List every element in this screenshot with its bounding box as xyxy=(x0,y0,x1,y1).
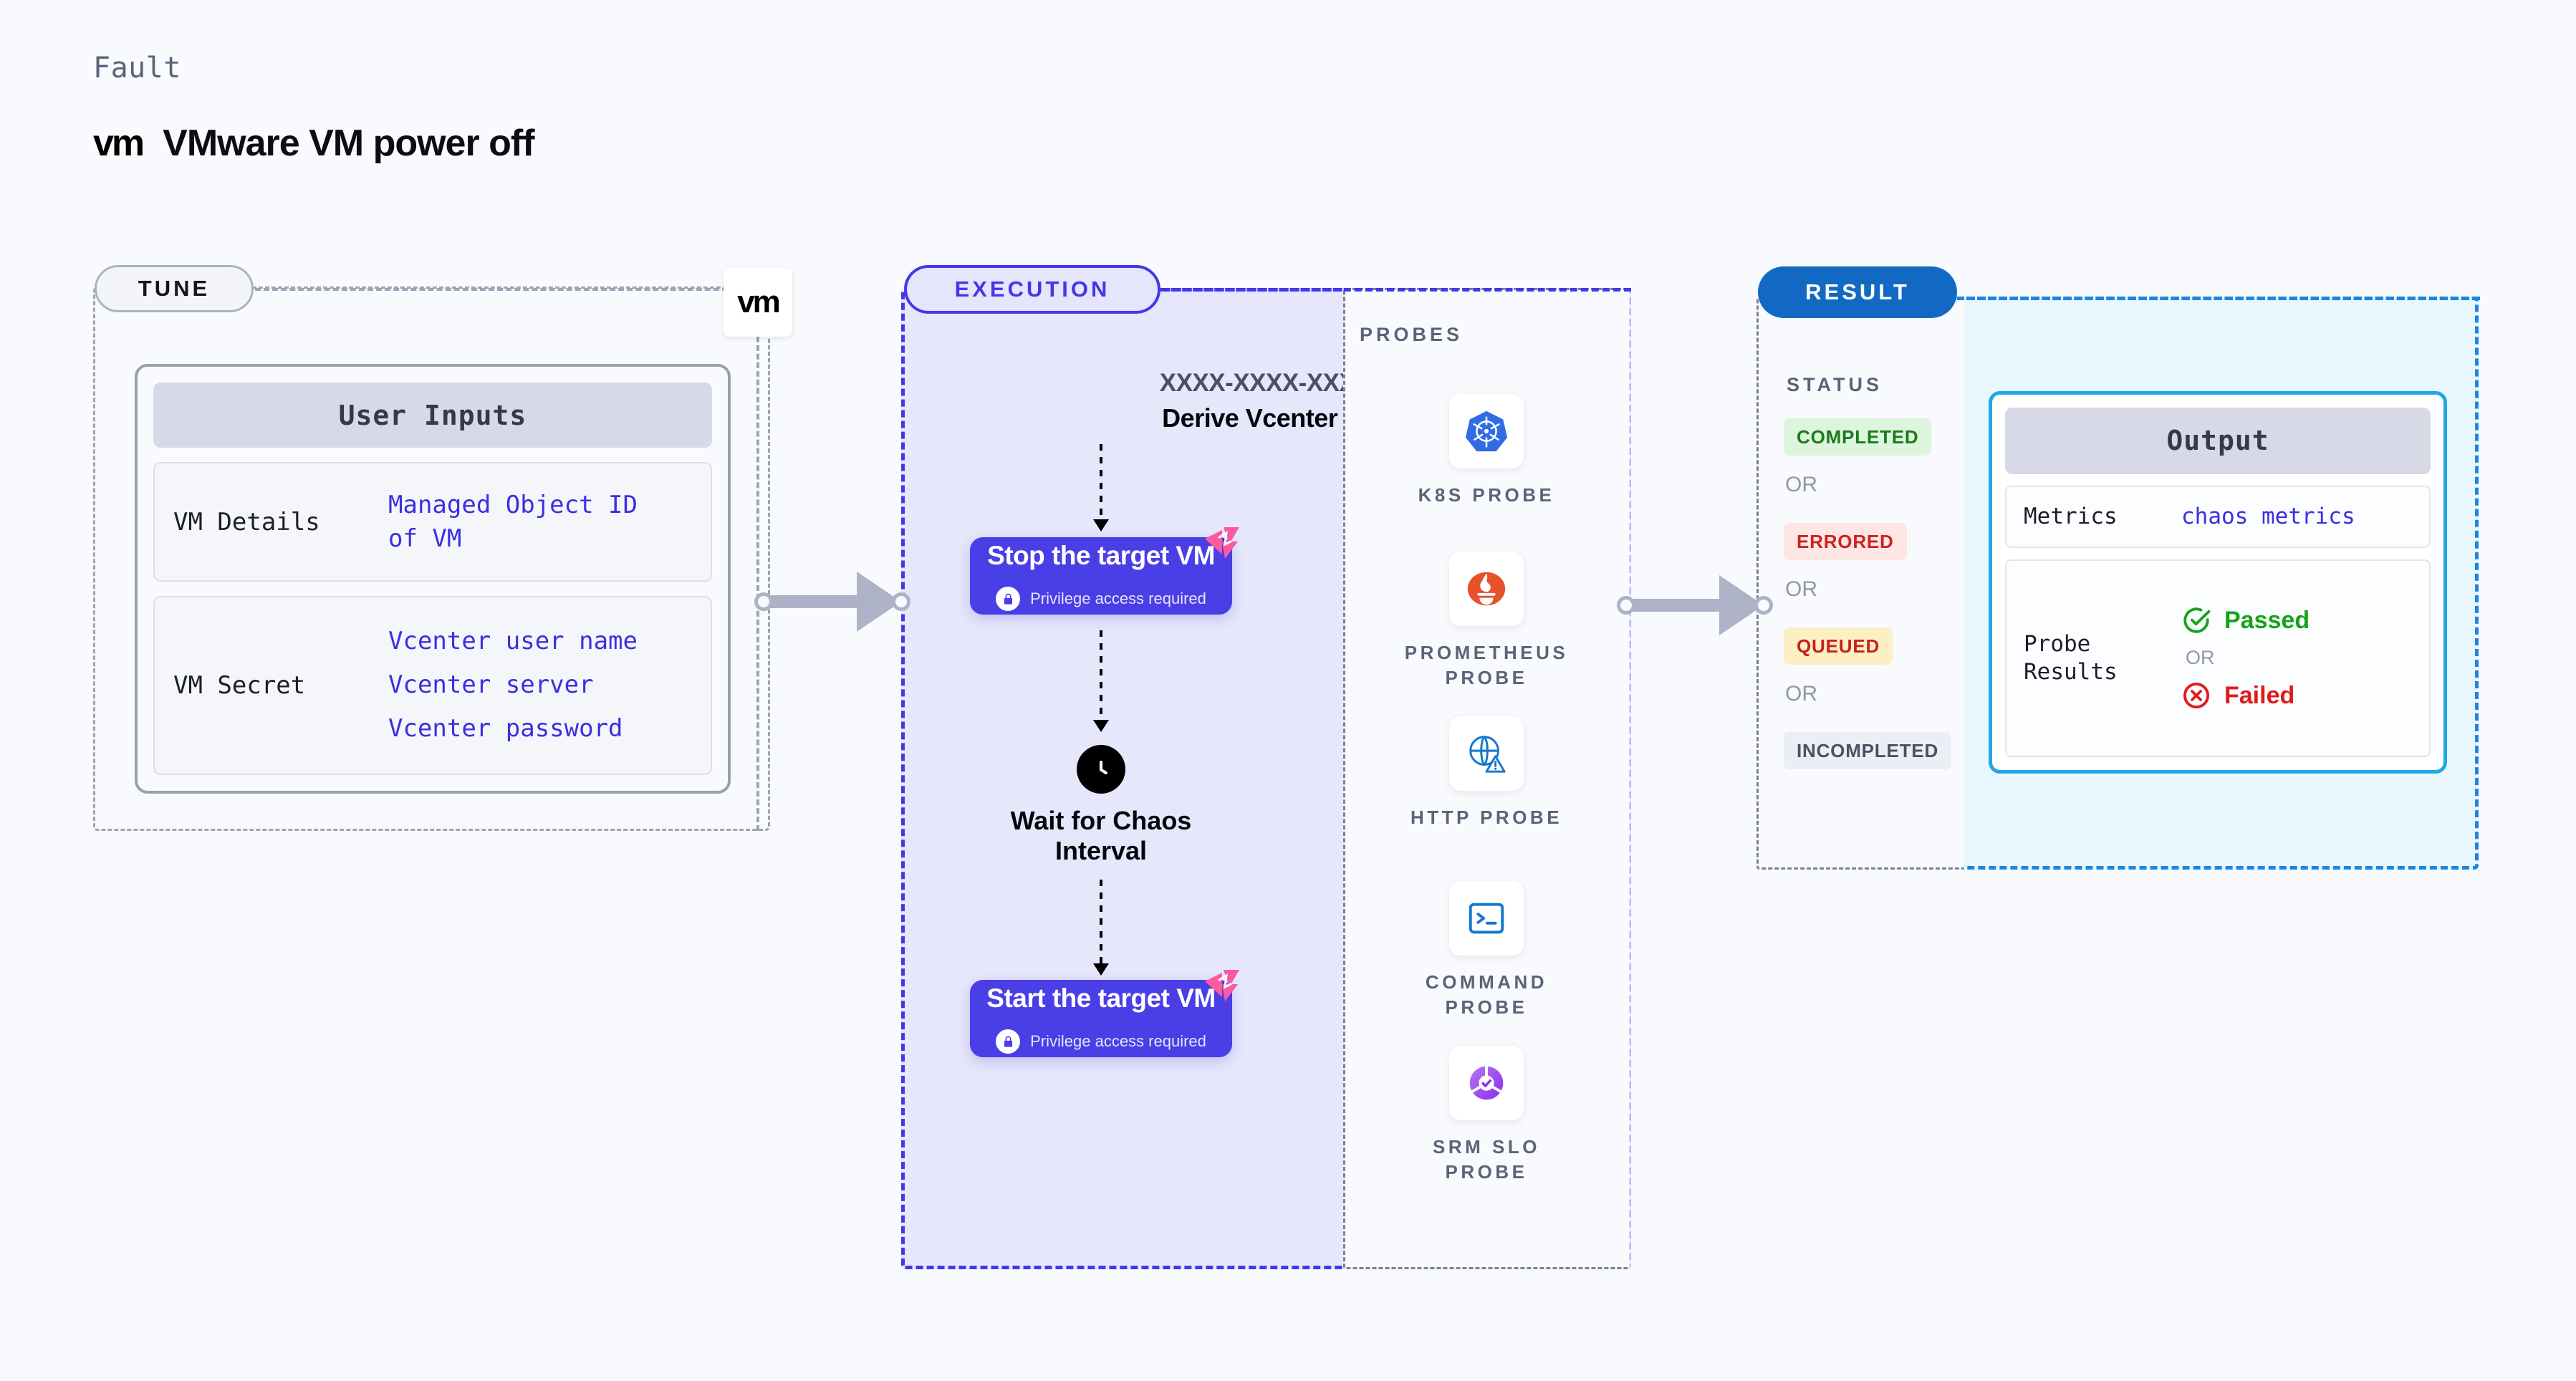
page-kicker: Fault xyxy=(93,52,181,85)
user-inputs-header: User Inputs xyxy=(153,382,712,448)
node-privilege-text: Privilege access required xyxy=(1030,1032,1206,1050)
user-inputs-card: User Inputs VM Details Managed Object ID… xyxy=(135,364,731,794)
litmus-chaos-badge-icon xyxy=(1201,523,1242,564)
vm-secret-value: Vcenter password xyxy=(388,714,623,744)
probes-title: PROBES xyxy=(1360,324,1464,345)
wait-label-line2: Interval xyxy=(1054,836,1148,866)
derive-vcenter-id-value: XXXX-XXXX-XXXX xyxy=(1159,369,1373,397)
node-title: Start the target VM xyxy=(986,983,1216,1013)
vm-secret-values: Vcenter user name Vcenter server Vcenter… xyxy=(388,627,638,743)
connector-execution-to-result xyxy=(1617,573,1773,637)
probe-result-passed: Passed xyxy=(2181,605,2310,635)
table-row: VM Details Managed Object ID of VM xyxy=(153,462,712,582)
result-pill-label: RESULT xyxy=(1758,266,1957,318)
vm-secret-value: Vcenter user name xyxy=(388,627,638,656)
or-separator: OR xyxy=(1785,577,1817,601)
derive-vcenter-id-label: Derive Vcenter ID xyxy=(1162,403,1370,433)
terminal-icon xyxy=(1449,881,1524,956)
clock-icon xyxy=(1077,745,1125,794)
node-title: Stop the target VM xyxy=(987,541,1215,570)
vm-details-label: VM Details xyxy=(173,507,320,536)
flow-arrow-down xyxy=(1100,444,1102,521)
node-privilege-note: Privilege access required xyxy=(996,1029,1206,1054)
or-separator: OR xyxy=(1785,682,1817,706)
tune-dashed-connector xyxy=(255,288,728,291)
node-stop-target-vm[interactable]: Stop the target VM Privilege access requ… xyxy=(970,527,1239,615)
status-badge: QUEUED xyxy=(1784,627,1893,665)
probe-http[interactable]: HTTP PROBE xyxy=(1343,716,1630,830)
failed-label: Failed xyxy=(2224,681,2295,709)
or-separator: OR xyxy=(1785,473,1817,496)
table-row: Metrics chaos metrics xyxy=(2005,485,2431,548)
connector-tune-to-execution xyxy=(754,569,910,634)
output-header: Output xyxy=(2005,408,2431,474)
metrics-label: Metrics xyxy=(2024,503,2118,529)
probe-k8s[interactable]: K8S PROBE xyxy=(1343,394,1630,508)
x-circle-icon xyxy=(2181,680,2211,711)
status-badge: INCOMPLETED xyxy=(1784,732,1952,769)
probe-results-values: Passed OR Failed xyxy=(2181,605,2310,711)
node-start-target-vm[interactable]: Start the target VM Privilege access req… xyxy=(970,970,1239,1057)
vm-details-value: Managed Object ID xyxy=(388,490,638,519)
srm-slo-icon xyxy=(1449,1046,1524,1120)
vm-secret-value: Vcenter server xyxy=(388,670,594,700)
lock-icon xyxy=(996,1029,1021,1054)
result-top-dashed-edge xyxy=(1957,297,2480,300)
vm-secret-label: VM Secret xyxy=(173,670,306,700)
table-row: VM Secret Vcenter user name Vcenter serv… xyxy=(153,595,712,775)
tune-right-dashed-edge xyxy=(756,337,759,831)
probe-label: HTTP PROBE xyxy=(1410,807,1563,828)
tune-pill-label: TUNE xyxy=(95,265,254,312)
lock-icon xyxy=(996,587,1021,611)
page-title: VMware VM power off xyxy=(163,122,534,164)
flow-arrow-down xyxy=(1100,630,1102,722)
litmus-chaos-badge-icon xyxy=(1201,966,1242,1007)
node-privilege-note: Privilege access required xyxy=(996,587,1206,611)
prometheus-icon xyxy=(1449,552,1524,626)
probe-result-failed: Failed xyxy=(2181,680,2310,711)
http-globe-icon xyxy=(1449,716,1524,791)
probe-label: K8S PROBE xyxy=(1418,484,1555,506)
wait-chaos-interval-label: Wait for Chaos Interval xyxy=(951,806,1251,867)
tune-zone xyxy=(93,287,770,831)
status-badge: COMPLETED xyxy=(1784,418,1932,456)
vmware-badge: vm xyxy=(724,268,792,337)
check-circle-icon xyxy=(2181,605,2211,635)
metrics-value[interactable]: chaos metrics xyxy=(2181,504,2355,530)
vm-details-value: of VM xyxy=(388,524,462,553)
execution-pill-label: EXECUTION xyxy=(904,265,1160,314)
vm-details-values: Managed Object ID of VM xyxy=(388,491,638,553)
page-title-row: vm VMware VM power off xyxy=(93,122,535,165)
or-separator: OR xyxy=(2186,647,2215,669)
flow-arrow-down xyxy=(1100,880,1102,966)
vmware-badge-logo-icon: vm xyxy=(737,284,781,319)
wait-label-line1: Wait for Chaos xyxy=(1010,806,1192,835)
status-title: STATUS xyxy=(1787,374,1883,395)
execution-top-dashed-edge xyxy=(1160,288,1631,292)
status-badge: ERRORED xyxy=(1784,523,1907,560)
vmware-logo-icon: vm xyxy=(93,122,145,164)
node-privilege-text: Privilege access required xyxy=(1030,590,1206,607)
kubernetes-icon xyxy=(1449,394,1524,468)
passed-label: Passed xyxy=(2224,606,2310,634)
